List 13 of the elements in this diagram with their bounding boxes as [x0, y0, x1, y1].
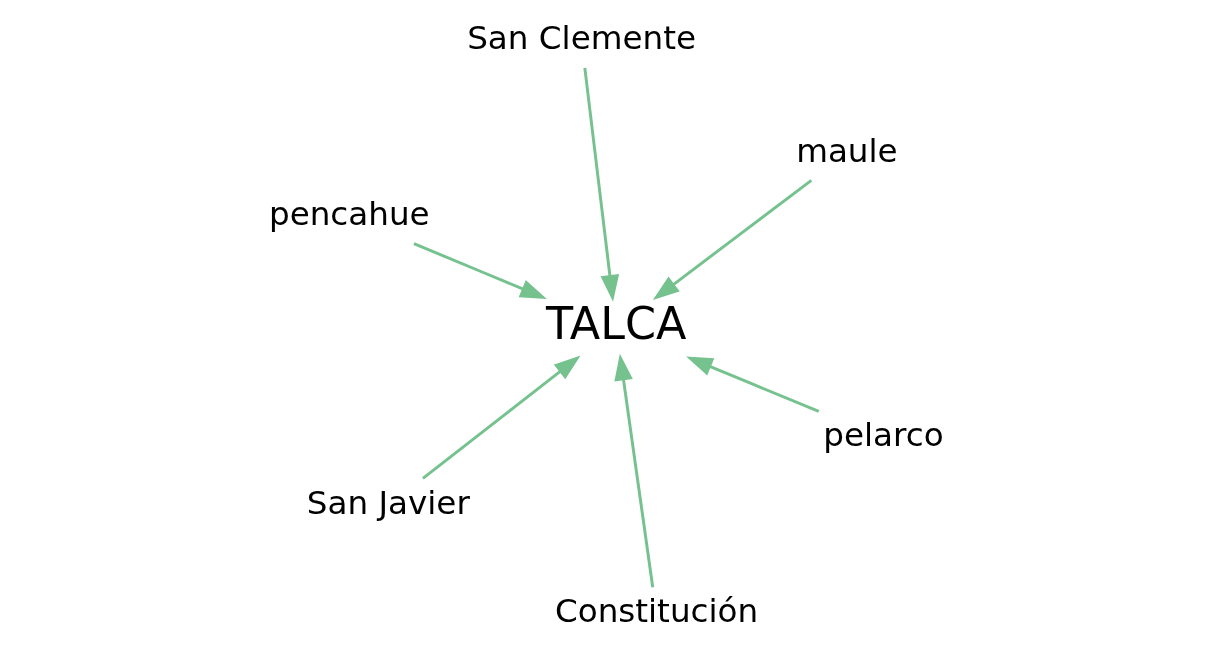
node-text: pencahue: [268, 195, 430, 234]
arrow: [583, 67, 620, 302]
node-text: San Javier: [306, 483, 470, 522]
arrow: [652, 179, 813, 301]
node-text: TALCA: [546, 297, 687, 349]
arrow: [614, 353, 655, 588]
arrow: [686, 356, 820, 413]
node-text: pelarco: [823, 416, 944, 455]
node-text: Constitución: [554, 592, 759, 631]
arrow: [413, 242, 547, 299]
node-text: San Clemente: [467, 19, 696, 58]
arrow: [422, 355, 581, 480]
node-text: maule: [796, 131, 898, 170]
